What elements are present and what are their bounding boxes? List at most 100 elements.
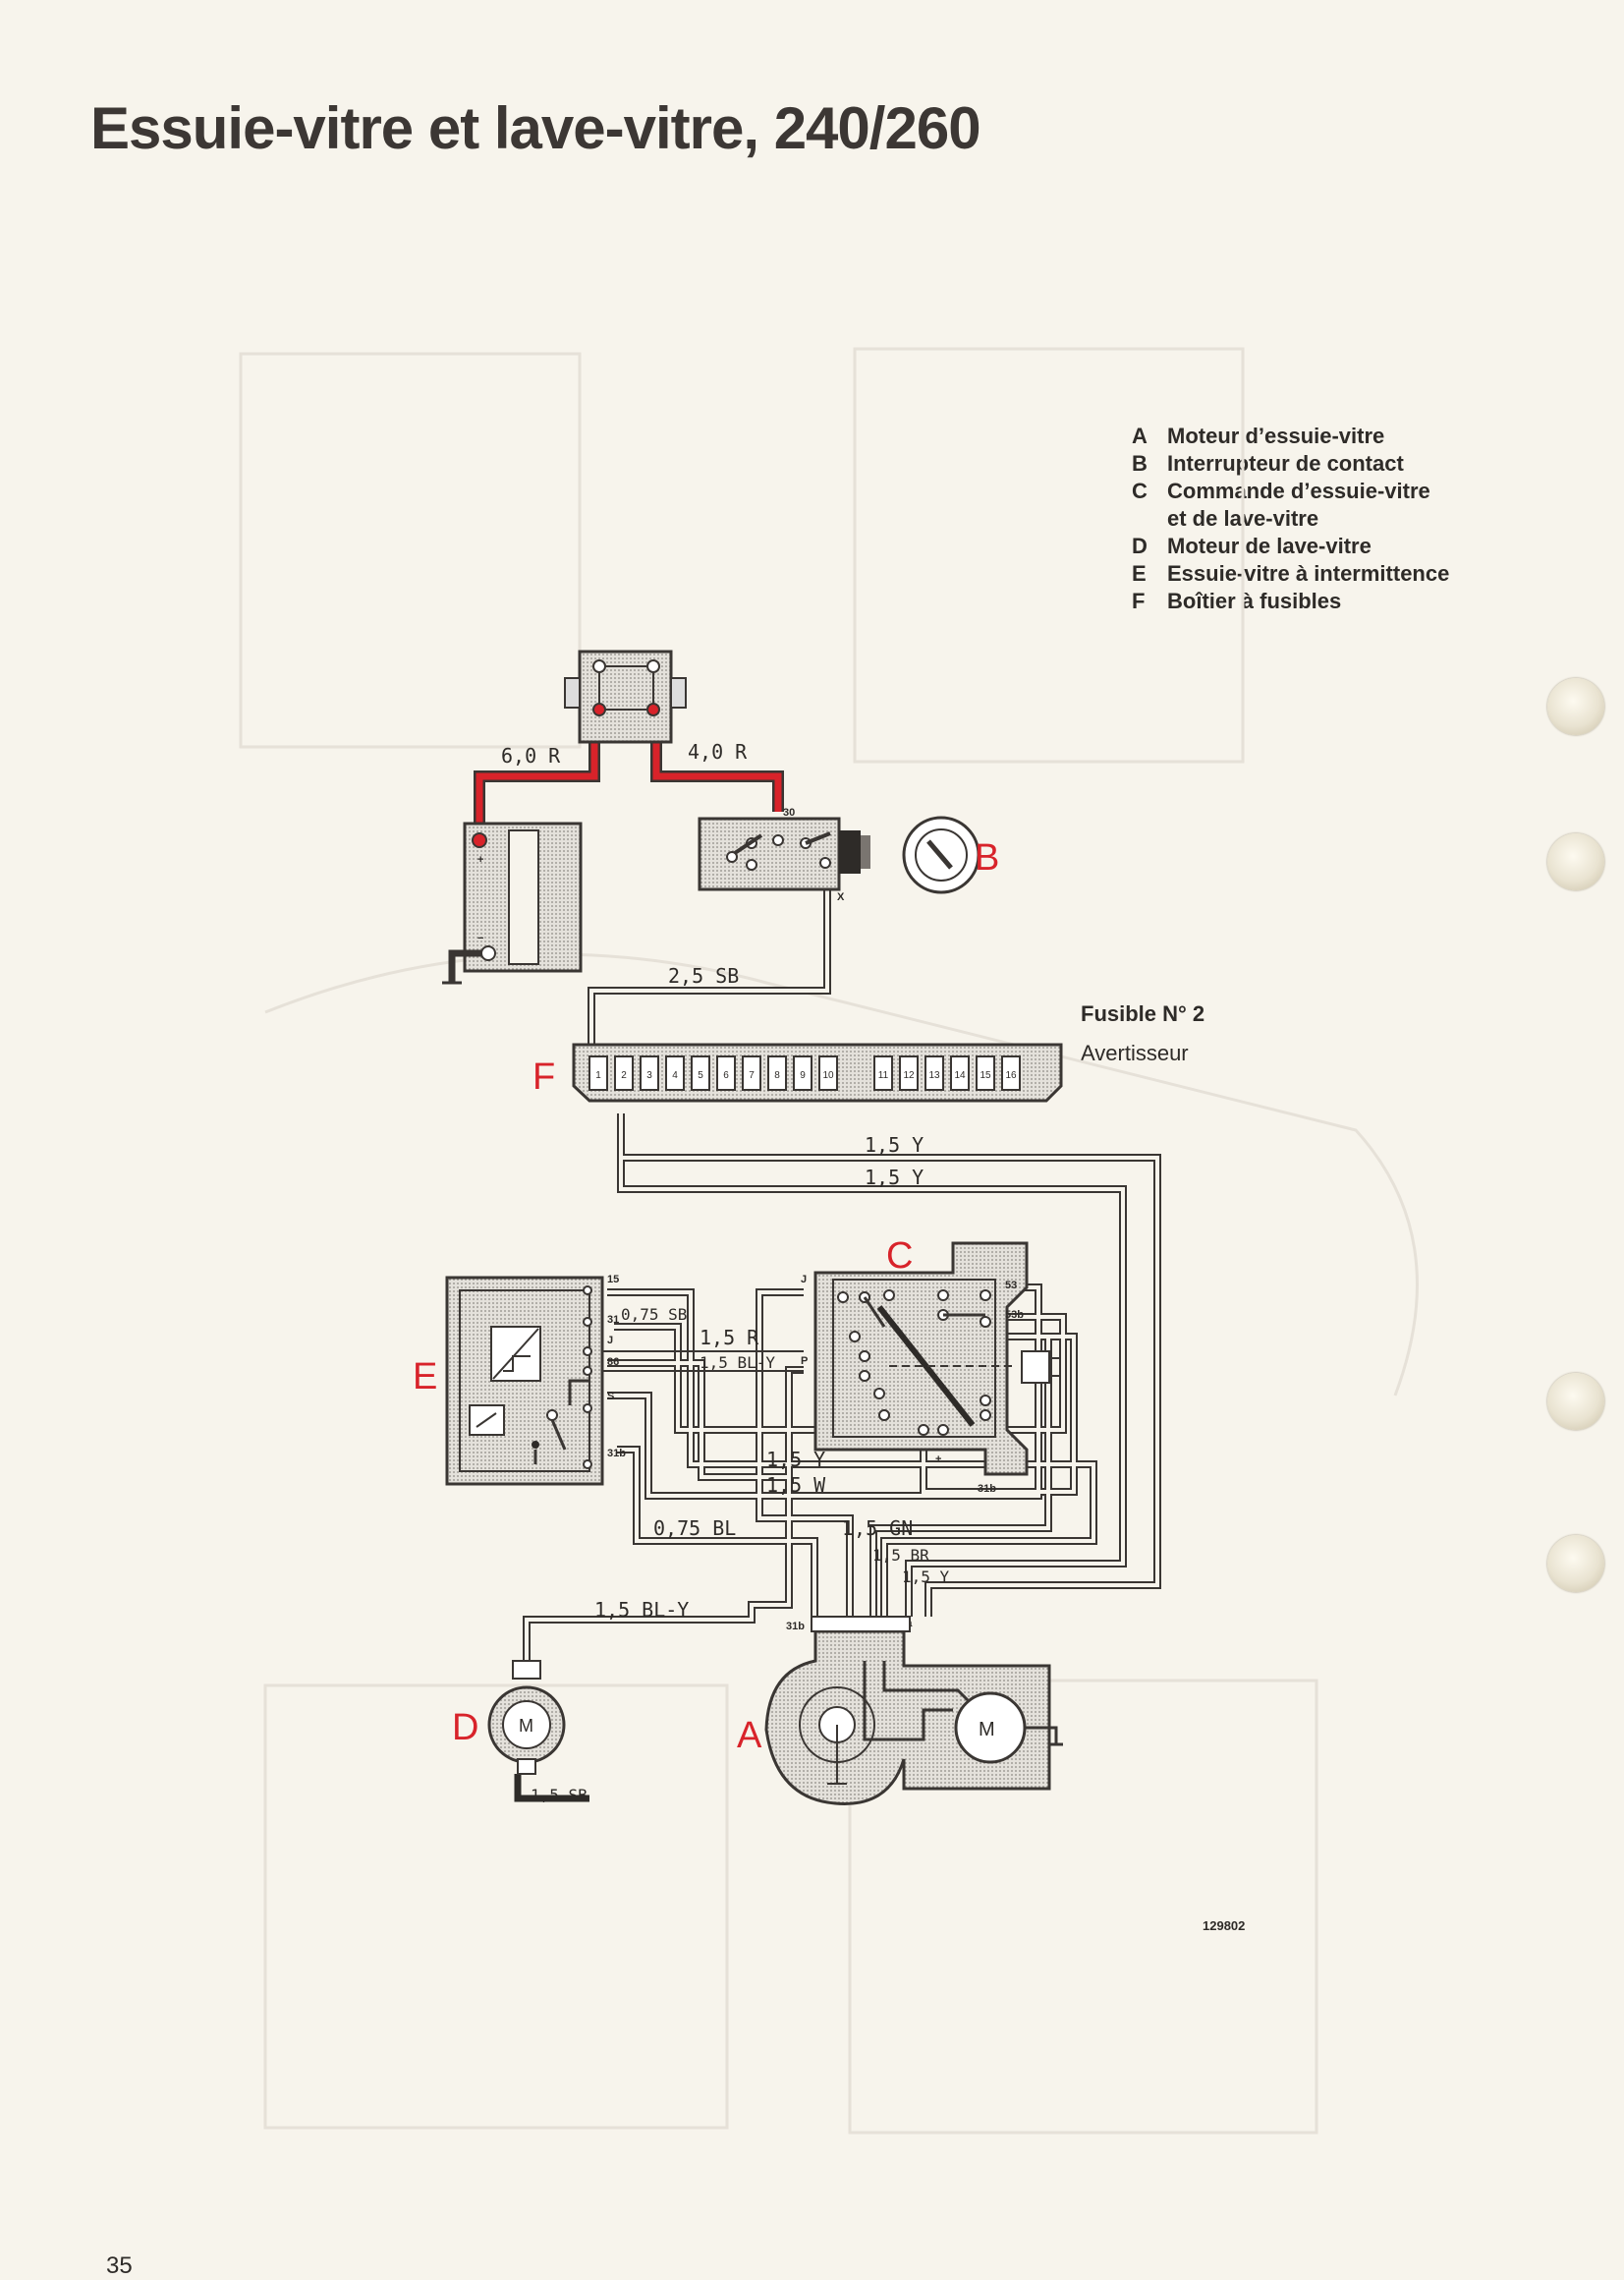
wiper-switch-c: J P 53 53b 31b + <box>801 1241 1061 1495</box>
wire-label: 6,0 R <box>501 744 561 768</box>
legend-text: Moteur de lave-vitre <box>1167 534 1372 558</box>
wire-label: 1,5 Y <box>865 1166 924 1189</box>
background-ghost-illustration <box>239 347 1419 2135</box>
wire-label: 1,5 GN <box>842 1516 913 1540</box>
fuse-cell: 1 <box>588 1055 608 1091</box>
wire-label: 1,5 BL-Y <box>594 1598 689 1622</box>
wire-label: 1,5 BR <box>872 1546 929 1565</box>
legend-text: Essuie-vitre à intermittence <box>1167 561 1450 586</box>
fuse-cell: 14 <box>950 1055 970 1091</box>
fuse-info-title: Fusible N° 2 <box>1081 1001 1205 1026</box>
motor-a-m: M <box>979 1719 995 1740</box>
legend-text: Moteur d’essuie-vitre <box>1167 424 1385 448</box>
page-number: 35 <box>106 2252 133 2279</box>
terminal-15: 15 <box>607 1274 619 1285</box>
fuse-number: 16 <box>1005 1070 1017 1081</box>
fuse-cell: 13 <box>924 1055 944 1091</box>
legend-key: D <box>1132 534 1148 558</box>
legend-key: B <box>1132 451 1148 476</box>
harness-wires <box>514 889 1161 1802</box>
component-label-e: E <box>413 1356 437 1397</box>
c-terminal-53: 53 <box>1005 1280 1017 1291</box>
drawing-ref: 129802 <box>1203 1918 1246 1933</box>
washer-motor-d: M <box>487 1660 566 1775</box>
fuse-cell: 6 <box>716 1055 736 1091</box>
intermittent-relay-e: 15 31 J 86 S 31b <box>445 1274 626 1486</box>
fuse-number: 12 <box>903 1070 915 1081</box>
fuse-number: 1 <box>595 1070 601 1081</box>
binder-hole <box>1547 833 1604 890</box>
legend-text: Interrupteur de contact <box>1167 451 1404 476</box>
fuse-cell: 3 <box>640 1055 659 1091</box>
battery-minus: − <box>477 933 483 944</box>
fuse-number: 6 <box>723 1070 729 1081</box>
c-terminal-p: P <box>801 1355 808 1367</box>
binder-hole <box>1547 1535 1604 1592</box>
fuse-number: 7 <box>749 1070 755 1081</box>
fuse-number: 14 <box>954 1070 966 1081</box>
legend-row-e: E Essuie-vitre à intermittence <box>1132 560 1449 588</box>
ignition-switch-b: 30 X <box>698 807 980 903</box>
component-label-a: A <box>737 1715 762 1756</box>
fuse-number: 3 <box>646 1070 652 1081</box>
fuse-number: 2 <box>621 1070 627 1081</box>
fuse-cell: 10 <box>818 1055 838 1091</box>
component-label-c: C <box>886 1235 913 1277</box>
fuse-cell: 2 <box>614 1055 634 1091</box>
fuse-info-subtitle: Avertisseur <box>1081 1041 1189 1065</box>
wire-label: 1,5 Y <box>902 1568 950 1586</box>
wire-label: 4,0 R <box>688 740 748 764</box>
component-label-b: B <box>975 837 999 879</box>
battery: + − <box>442 822 583 985</box>
component-label-d: D <box>452 1707 478 1748</box>
wire-label: 2,5 SB <box>668 964 739 988</box>
legend-key: E <box>1132 561 1147 586</box>
fuse-cell: 8 <box>767 1055 787 1091</box>
page-title: Essuie-vitre et lave-vitre, 240/260 <box>90 95 981 161</box>
terminal-x: X <box>837 891 845 903</box>
wire-label: 0,75 SB <box>621 1305 687 1324</box>
fuse-cell: 12 <box>899 1055 919 1091</box>
fuse-cell: 11 <box>873 1055 893 1091</box>
legend-row-c: C Commande d’essuie-vitre <box>1132 478 1449 505</box>
fuse-cell: 5 <box>691 1055 710 1091</box>
legend-text: Commande d’essuie-vitre <box>1167 479 1430 503</box>
terminal-31b: 31b <box>607 1448 626 1459</box>
terminal-j: J <box>607 1335 613 1346</box>
fuse-number: 8 <box>774 1070 780 1081</box>
terminal-86: 86 <box>607 1356 619 1368</box>
legend-text: Boîtier à fusibles <box>1167 589 1342 613</box>
terminal-31: 31 <box>607 1314 619 1326</box>
fuse-cell: 7 <box>742 1055 761 1091</box>
wire-label: 1,5 R <box>700 1326 759 1349</box>
wire-label: 1,5 SB <box>531 1786 588 1804</box>
component-label-f: F <box>532 1056 555 1098</box>
fuse-info: Fusible N° 2 Avertisseur <box>1081 995 1204 1073</box>
wire-label: 1,5 W <box>766 1473 826 1497</box>
a-terminal-31b: 31b <box>786 1621 805 1632</box>
fuse-cell: 16 <box>1001 1055 1021 1091</box>
motor-d-m: M <box>519 1716 533 1736</box>
fuse-number: 9 <box>800 1070 806 1081</box>
fuse-number: 10 <box>822 1070 834 1081</box>
fuse-number: 13 <box>928 1070 940 1081</box>
c-terminal-53b: 53b <box>1005 1309 1024 1321</box>
wiper-motor-a: M 31b 53a <box>764 1616 1063 1805</box>
fuse-cell: 9 <box>793 1055 812 1091</box>
legend-key: C <box>1132 479 1148 503</box>
terminal-s: S <box>607 1391 614 1402</box>
fuse-number: 5 <box>698 1070 703 1081</box>
fuse-cell: 15 <box>976 1055 995 1091</box>
junction-block <box>564 650 687 744</box>
battery-plus: + <box>477 854 483 866</box>
binder-hole <box>1547 1373 1604 1430</box>
wire-label: 1,5 Y <box>766 1448 825 1471</box>
legend-row-b: B Interrupteur de contact <box>1132 450 1449 478</box>
wire-labels: 6,0 R 4,0 R 2,5 SB 1,5 Y 1,5 Y 0,75 SB 1… <box>501 740 950 1804</box>
fuse-cell: 4 <box>665 1055 685 1091</box>
